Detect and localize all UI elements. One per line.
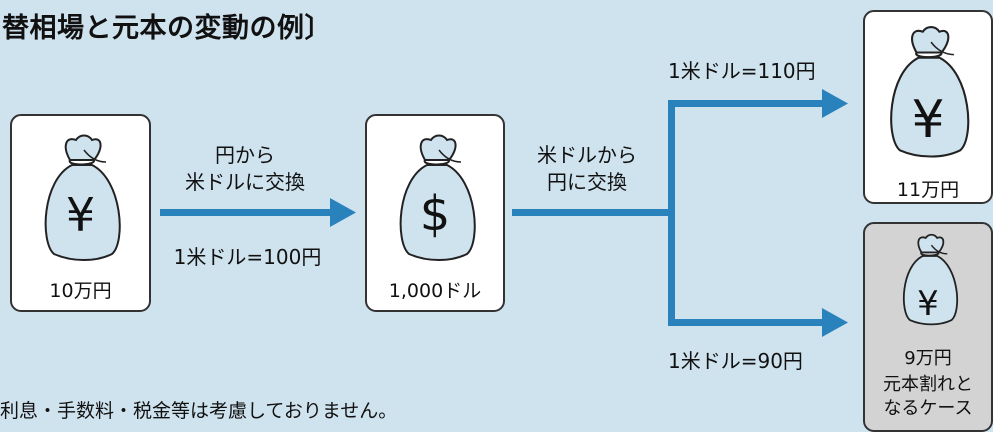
exchange-1-line2: 米ドルに交換	[185, 170, 305, 194]
exchange-1-line1: 円から	[215, 143, 275, 167]
exchange-2-label: 米ドルから 円に交換	[512, 142, 662, 196]
yen-symbol: ¥	[917, 284, 939, 324]
rate-up-label: 1米ドル=110円	[668, 59, 816, 83]
principal-loss-note-line2: なるケース	[883, 398, 973, 419]
dollar-symbol: $	[419, 186, 451, 242]
dollar-box: $ 1,000ドル	[365, 114, 505, 312]
money-bag-icon	[902, 233, 959, 326]
arrow-1-head	[330, 198, 356, 227]
rate-1-label: 1米ドル=100円	[173, 245, 322, 269]
yen-down-box: ¥ 9万円 元本割れと なるケース	[863, 222, 993, 432]
yen-symbol: ¥	[65, 188, 96, 242]
yen-start-label: 10万円	[49, 280, 112, 302]
yen-up-label: 11万円	[896, 179, 960, 201]
exchange-2-line2: 円に交換	[547, 170, 627, 194]
disclaimer-note: 利息・手数料・税金等は考慮しておりません。	[0, 400, 398, 422]
flow-arrows	[160, 89, 848, 337]
money-bag-icon	[44, 134, 121, 261]
arrow-down-head	[822, 308, 848, 337]
page-title: 替相場と元本の変動の例〕	[2, 13, 332, 44]
arrow-down-shaft	[668, 319, 824, 326]
arrow-1-shaft	[160, 209, 332, 216]
yen-down-label: 9万円	[904, 348, 952, 369]
principal-loss-note-line1: 元本割れと	[883, 374, 973, 395]
arrow-2-vertical	[668, 100, 675, 326]
yen-up-box: ¥ 11万円	[863, 10, 993, 204]
money-bag-icon	[890, 26, 970, 158]
arrow-2-shaft	[512, 209, 675, 216]
money-bag-icon	[399, 134, 476, 261]
yen-symbol: ¥	[911, 90, 945, 150]
exchange-2-line1: 米ドルから	[537, 143, 637, 167]
arrow-up-shaft	[668, 100, 824, 107]
dollar-label: 1,000ドル	[388, 280, 482, 302]
exchange-1-label: 円から 米ドルに交換	[160, 142, 330, 196]
rate-down-label: 1米ドル=90円	[668, 349, 803, 373]
arrow-up-head	[822, 89, 848, 118]
yen-start-box: ¥ 10万円	[10, 114, 151, 312]
